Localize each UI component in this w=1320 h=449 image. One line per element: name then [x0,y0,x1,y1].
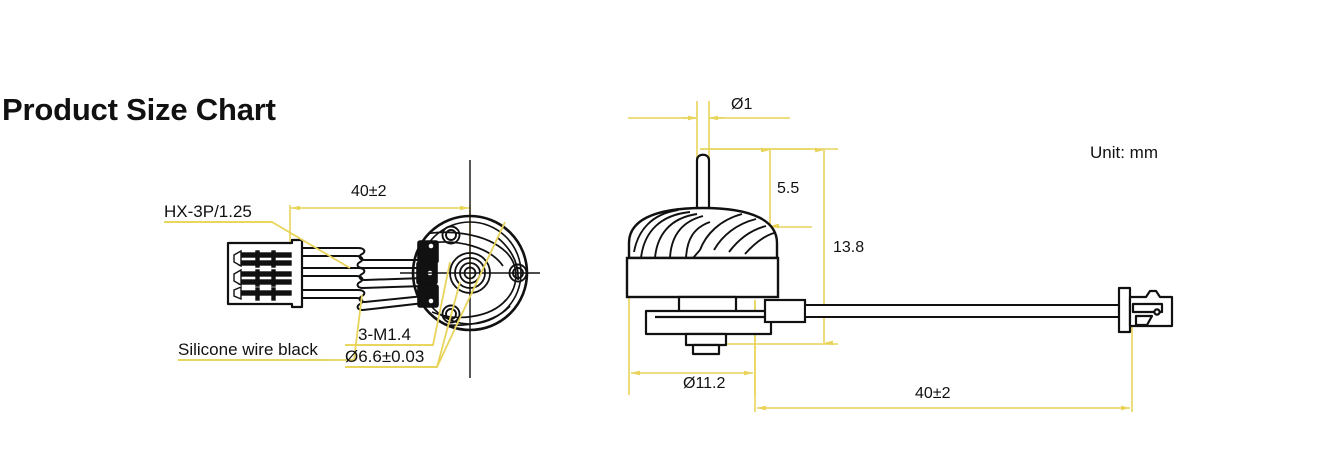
dim-label-lead-length: 40±2 [915,385,951,402]
dim-label-shaft-diameter: Ø1 [731,96,753,113]
solder-pads [416,240,439,308]
motor-bell-housing [627,206,779,260]
page-title: Product Size Chart [2,92,276,127]
dim-label-cable-length: 40±2 [351,183,387,200]
label-bolt-circle: Ø6.6±0.03 [345,347,425,366]
side-view-group [625,101,1174,412]
cable-end-connector [1117,286,1174,334]
cable-sleeve [763,298,807,324]
front-view-group [164,160,540,378]
dim-label-shaft-height: 5.5 [777,180,800,197]
bell-vanes [633,209,775,258]
silicone-wires [302,247,425,312]
dim-label-total-height: 13.8 [833,239,865,256]
label-silicone-wire: Silicone wire black [178,340,318,359]
motor-body [625,256,780,299]
motor-base [644,295,773,356]
unit-note: Unit: mm [1090,143,1158,162]
label-underlines-front [164,221,437,368]
dimension-cable-length [289,205,471,300]
center-cross [400,160,540,378]
label-connector: HX-3P/1.25 [164,202,252,221]
motor-cable [804,304,1128,318]
connector-pins [233,249,292,301]
label-screw-holes: 3-M1.4 [358,325,411,344]
dim-label-body-diameter: Ø11.2 [683,375,726,392]
motor-face-view [400,160,540,378]
dimension-shaft-diameter [628,101,790,160]
